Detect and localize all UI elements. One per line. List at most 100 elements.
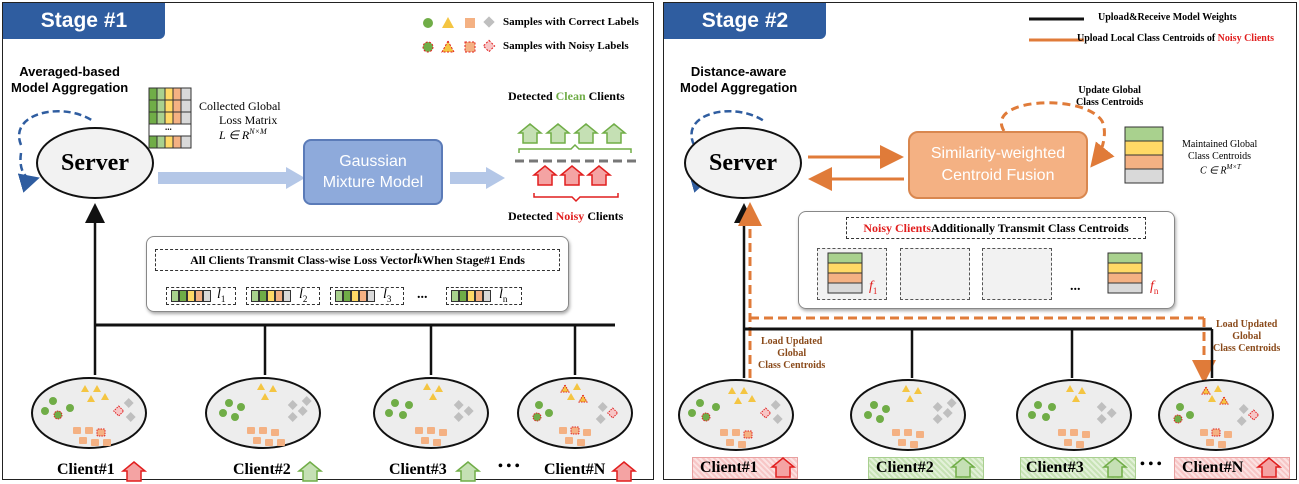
- stage2-client-2-label: Client#2: [876, 459, 934, 476]
- centroid-slot-2: [900, 248, 970, 300]
- matrix-caption-2: Loss Matrix: [219, 113, 278, 127]
- loss-vector-2-cells: [251, 290, 291, 302]
- load-updated-right-label: Load Updated Global Class Centroids: [1213, 319, 1281, 354]
- stage2-title: Stage #2: [664, 3, 826, 39]
- clean-suffix: Clients: [585, 89, 625, 103]
- vec2-l: l: [299, 287, 303, 302]
- stage1-client-house-icons: [120, 461, 638, 482]
- matrix-caption-1: Collected Global: [199, 99, 281, 113]
- maintained-caption-3-text: C ∈ R: [1200, 165, 1227, 177]
- transmit-var: l: [413, 252, 418, 267]
- loss-vector-2-label: l2: [299, 287, 307, 304]
- stage2-client-1-tag: [692, 457, 798, 479]
- f1-text: f: [869, 279, 873, 294]
- matrix-ellipsis: ...: [165, 122, 172, 132]
- vecn-l: l: [499, 287, 503, 302]
- stage1-client-n-label: Client#N: [544, 461, 606, 478]
- stage2-client-2-tag: [868, 457, 984, 479]
- centroid-f1-label: f1: [869, 279, 877, 296]
- loss-vector-3-cells: [335, 290, 375, 302]
- centroid-slot-1-stack: [827, 252, 1143, 294]
- clean-prefix: Detected: [508, 89, 556, 103]
- swcf-label: Similarity-weighted Centroid Fusion: [930, 145, 1066, 184]
- maintained-centroids-stack: [1124, 126, 1164, 184]
- clean-word: Clean: [555, 89, 586, 103]
- noisy-transmit-outer-box: [798, 211, 1175, 309]
- maintained-caption-2: Class Centroids: [1188, 151, 1252, 162]
- transmit-sub: k: [417, 255, 423, 265]
- stage2-client-n-tag: [1174, 457, 1290, 479]
- stage2-legend-lines: [1029, 17, 1084, 42]
- vec2-sub: 2: [302, 293, 308, 304]
- update-global-centroids-label: Update Global Class Centroids: [1076, 85, 1144, 108]
- loss-vector-3: [330, 287, 404, 305]
- loss-vector-n-cells: [451, 290, 491, 302]
- load-updated-left-label: Load Updated Global Class Centroids: [758, 336, 826, 371]
- loss-vector-n: [446, 287, 522, 305]
- stage1-connectors: [17, 109, 638, 375]
- loss-vector-3-label: l3: [383, 287, 391, 304]
- stage2-connectors: [688, 101, 1216, 384]
- stage1-server: Server: [36, 127, 154, 199]
- stage1-client-ellipsis: • • •: [498, 459, 520, 474]
- centroid-slot-3: [982, 248, 1052, 300]
- centroid-fn-label: fn: [1150, 279, 1158, 296]
- transmit-loss-vector-label: All Clients Transmit Class-wise Loss Vec…: [155, 249, 560, 271]
- noisy-suffix: Clients: [584, 209, 624, 223]
- vecn-sub: n: [502, 293, 508, 304]
- maintained-caption-3: C ∈ RM×T: [1200, 163, 1241, 176]
- fn-sub: n: [1153, 285, 1159, 296]
- noisy-transmit-rest: Additionally Transmit Class Centroids: [930, 220, 1129, 235]
- loss-vector-1-label: l1: [217, 287, 225, 304]
- legend-centroid-prefix: Upload Local Class Centroids of: [1077, 33, 1218, 44]
- stage1-client-2-label: Client#2: [233, 461, 291, 478]
- stage1-client-samples: [41, 383, 619, 446]
- stage2-panel: Stage #2 Upload&Receive Model Weights Up…: [663, 2, 1297, 480]
- stage1-client-3-label: Client#3: [389, 461, 447, 478]
- loss-vector-1-cells: [171, 290, 211, 302]
- f1-sub: 1: [872, 285, 878, 296]
- detected-noisy-label: Detected Noisy Clients: [508, 209, 623, 224]
- loss-vector-1: [166, 287, 236, 305]
- distance-aware-aggregation-label: Distance-aware Model Aggregation: [680, 64, 798, 95]
- vec1-sub: 1: [220, 293, 226, 304]
- stage2-server: Server: [684, 127, 802, 199]
- stage1-client-1-label: Client#1: [57, 461, 115, 478]
- vec3-sub: 3: [386, 293, 392, 304]
- matrix-caption-sup: N×M: [249, 127, 267, 136]
- loss-vector-2: [246, 287, 320, 305]
- legend-centroid-noisy: Noisy Clients: [1217, 33, 1275, 44]
- legend-centroid-label: Upload Local Class Centroids of Noisy Cl…: [1077, 33, 1274, 44]
- similarity-weighted-centroid-fusion-box: Similarity-weighted Centroid Fusion: [908, 131, 1088, 199]
- gaussian-mixture-model-box: Gaussian Mixture Model: [303, 139, 443, 205]
- legend-noisy-label: Samples with Noisy Labels: [503, 40, 629, 52]
- matrix-caption-3-text: L ∈ R: [219, 128, 250, 142]
- stage2-client-n-label: Client#N: [1182, 459, 1244, 476]
- maintained-caption-1: Maintained Global: [1182, 139, 1258, 150]
- legend-upload-label: Upload&Receive Model Weights: [1098, 12, 1237, 23]
- noisy-prefix: Detected: [508, 209, 556, 223]
- stage2-client-ellipsis: • • •: [1140, 457, 1162, 472]
- noisy-word: Noisy: [555, 209, 585, 223]
- global-loss-matrix: [148, 87, 192, 149]
- stage2-client-1-label: Client#1: [700, 459, 758, 476]
- stage2-client-3-label: Client#3: [1026, 459, 1084, 476]
- vec3-l: l: [383, 287, 387, 302]
- stage2-client-samples: [688, 385, 1260, 448]
- transmit-suffix: When Stage#1 Ends: [422, 252, 525, 267]
- noisy-transmit-noisy: Noisy Clients: [863, 220, 931, 235]
- gmm-label: Gaussian Mixture Model: [322, 153, 424, 191]
- loss-vector-n-label: ln: [499, 287, 507, 304]
- vec1-l: l: [217, 287, 221, 302]
- stage1-client-1: [31, 377, 147, 449]
- stage2-client-1: [678, 379, 794, 451]
- averaged-aggregation-label: Averaged-based Model Aggregation: [11, 64, 129, 95]
- stage2-client-house-icons: [769, 457, 1283, 478]
- vectors-ellipsis: ...: [417, 287, 428, 302]
- transmit-outer-box: [146, 236, 569, 312]
- maintained-caption-sup: M×T: [1226, 163, 1241, 171]
- fn-text: f: [1150, 279, 1154, 294]
- matrix-caption-3: L ∈ RN×M: [219, 127, 267, 143]
- stage1-panel: Stage #1 Samples with Correct Labels Sam…: [2, 2, 654, 482]
- legend-correct-label: Samples with Correct Labels: [503, 16, 639, 28]
